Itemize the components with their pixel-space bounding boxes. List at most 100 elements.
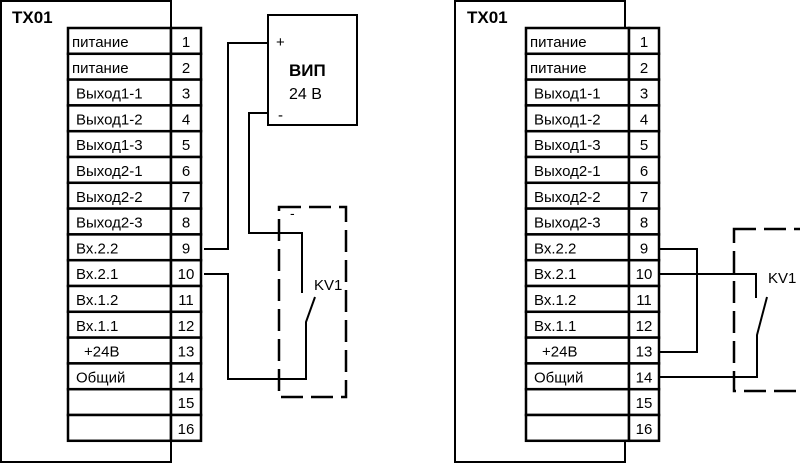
terminal-number: 4 [640,111,648,128]
terminal-number-cell [169,52,203,81]
terminal-number: 3 [640,86,648,103]
wire-terminal14-to-relay [658,296,768,378]
terminal-label-cell [66,233,173,262]
terminal-number: 5 [182,137,190,154]
terminal-number-cell [627,155,661,185]
terminal-number: 9 [640,240,648,257]
terminal-label: Выход2-3 [534,215,601,232]
power-supply: + ВИП 24 В - [267,14,358,126]
terminal-number-cell [627,181,661,210]
terminal-row: Выход1-2 4 [524,104,661,133]
terminal-number: 7 [640,189,648,206]
terminal-number-cell [169,284,203,314]
terminal-number: 12 [178,318,195,335]
power-supply-name: ВИП [289,61,326,80]
terminal-label: Выход1-3 [534,137,601,154]
terminal-number: 4 [182,111,190,128]
terminal-number: 1 [182,34,190,51]
terminal-number: 11 [636,292,652,309]
terminal-label-cell [66,104,173,133]
terminal-label: Вх.1.2 [76,292,118,309]
terminal-label: +24В [542,344,577,361]
terminal-label: питание [530,60,587,77]
wire-terminal10-to-relay [658,273,757,298]
terminal-label-cell [524,310,631,339]
terminal-label-cell [524,129,631,159]
terminal-label: +24В [84,344,119,361]
terminal-label: Общий [534,369,583,386]
terminal-number-cell [169,336,203,365]
terminal-row: Выход2-3 8 [524,207,661,236]
terminal-number: 6 [640,163,648,180]
terminal-label-cell [524,387,631,417]
wire-minus-to-relay [248,112,303,293]
wire-terminal9-to-plus [204,42,268,250]
terminal-number-cell [627,387,661,417]
terminal-number: 16 [178,421,195,438]
terminal-number: 10 [636,266,653,283]
terminal-number: 15 [636,395,653,412]
terminal-number: 14 [178,369,195,386]
terminal-label: Выход2-3 [76,215,143,232]
terminal-label: Вх.2.1 [76,266,118,283]
terminal-number: 14 [636,369,653,386]
terminal-row: Выход2-3 8 [66,207,203,236]
terminal-label: Выход1-2 [534,111,601,128]
relay-dashed-box [732,227,800,393]
terminal-label: Общий [76,369,125,386]
terminal-number: 8 [182,215,190,232]
terminal-label: питание [72,60,129,77]
terminal-label: Выход1-1 [534,86,601,103]
power-minus-label: - [278,107,283,124]
terminal-label-cell [66,155,173,185]
terminal-number-cell [627,78,661,107]
terminal-number: 6 [182,163,190,180]
terminal-number-cell [169,155,203,185]
terminal-number-cell [169,78,203,107]
device-title: TX01 [467,8,508,27]
terminal-label: Вх.2.2 [534,240,576,257]
relay-minus-mark: - [290,205,295,221]
terminal-number: 3 [182,86,190,103]
terminal-label-cell [524,336,631,365]
wire-terminal9-to-terminal13 [658,248,698,353]
terminal-row: питание 2 [66,52,203,81]
terminal-number-cell [169,310,203,339]
terminal-row: Вх.2.2 9 [524,233,661,262]
terminal-number: 15 [178,395,195,412]
terminal-label: Вх.1.1 [534,318,576,335]
terminal-number: 16 [636,421,653,438]
relay-name: KV1 [314,277,342,294]
terminal-label: Вх.2.1 [534,266,576,283]
wire-terminal10-to-relay [204,273,316,380]
terminal-label-cell [66,129,173,159]
power-plus-label: + [276,34,285,51]
terminal-label-cell [66,362,173,391]
terminal-number-cell [169,258,203,288]
terminal-number: 2 [182,60,190,77]
relay-dashed-box [277,205,348,399]
terminal-number: 8 [640,215,648,232]
terminal-row: Общий 14 [66,362,203,391]
terminal-label: Выход2-2 [76,189,143,206]
terminal-label-cell [524,284,631,314]
